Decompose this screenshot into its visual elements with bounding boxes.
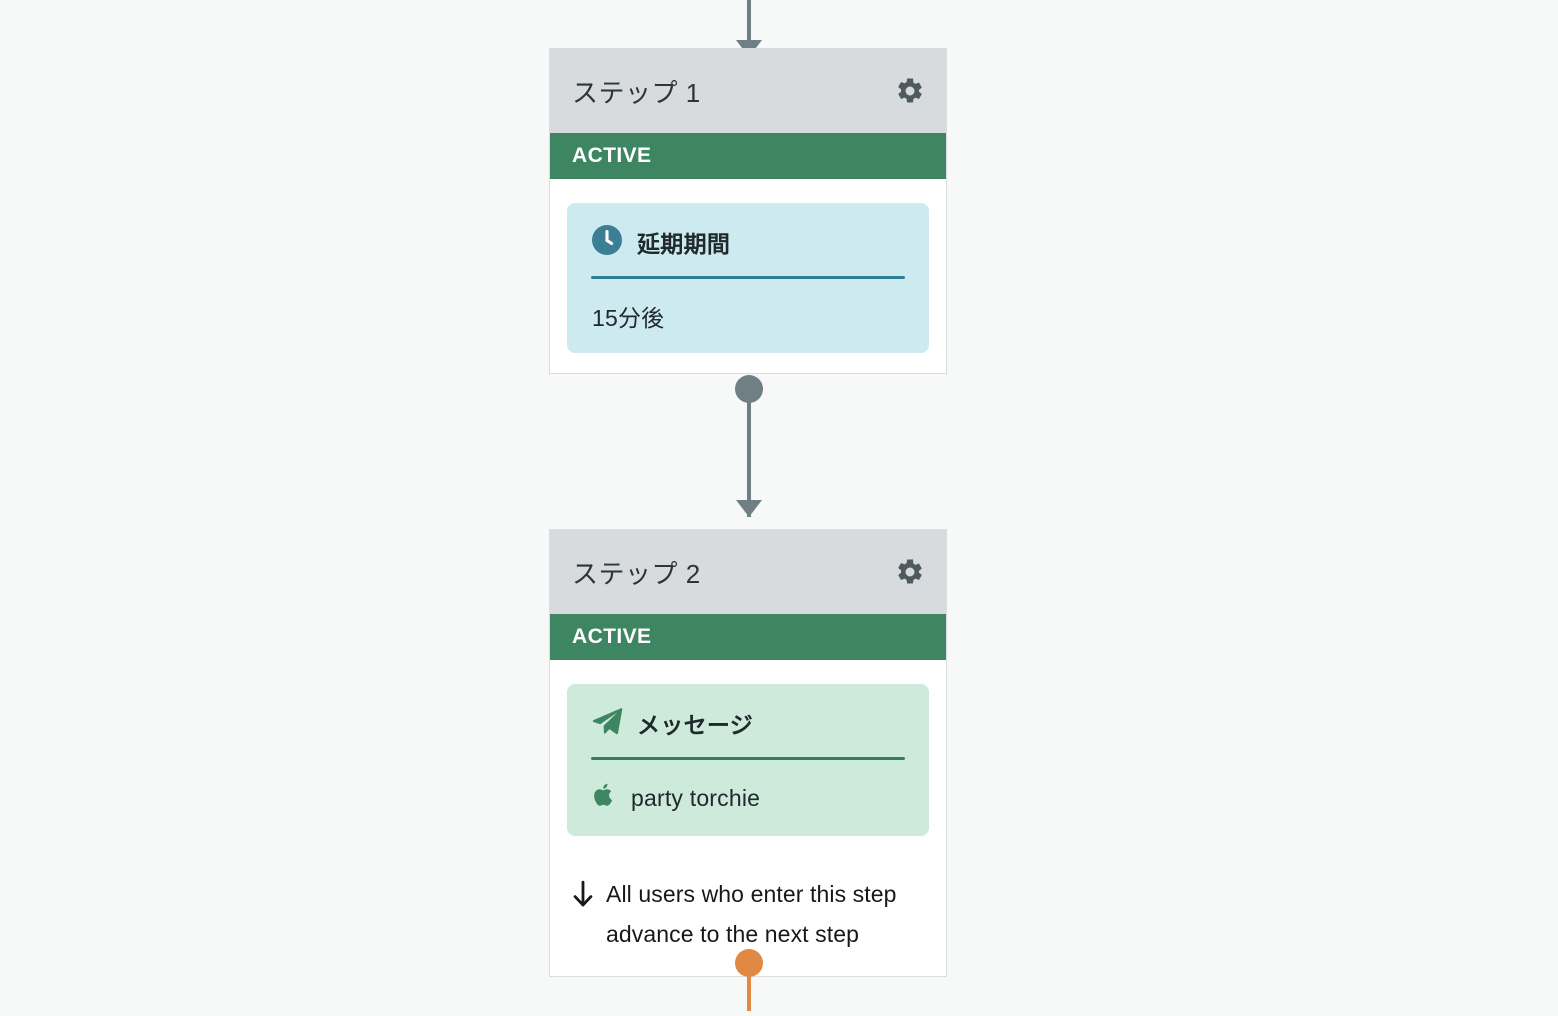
step-1-action-value: 15分後 bbox=[592, 305, 665, 331]
step-1-header: ステップ 1 bbox=[550, 49, 946, 133]
step-card-2[interactable]: ステップ 2 ACTIVE メッセージ bbox=[549, 529, 947, 977]
step-card-1[interactable]: ステップ 1 ACTIVE bbox=[549, 48, 947, 374]
step-2-action-label: メッセージ bbox=[637, 712, 754, 738]
step-2-action-header: メッセージ bbox=[591, 702, 905, 744]
connector-arrowhead bbox=[736, 500, 762, 517]
status-badge-label: ACTIVE bbox=[572, 625, 652, 648]
step-2-action-panel[interactable]: メッセージ party torchie bbox=[567, 684, 929, 836]
gear-icon[interactable] bbox=[895, 76, 925, 106]
arrow-down-icon bbox=[570, 880, 596, 910]
step-2-body: メッセージ party torchie bbox=[550, 660, 946, 856]
step-2-action-value-row: party torchie bbox=[591, 780, 905, 816]
step-1-action-value-row: 15分後 bbox=[591, 299, 905, 333]
step-2-action-divider bbox=[591, 757, 905, 760]
step-2-header: ステップ 2 bbox=[550, 530, 946, 614]
step-1-action-header: 延期期間 bbox=[591, 221, 905, 263]
gear-icon[interactable] bbox=[895, 557, 925, 587]
step-2-title: ステップ 2 bbox=[572, 558, 701, 589]
step-1-action-divider bbox=[591, 276, 905, 279]
apple-logo-icon bbox=[591, 780, 617, 816]
advance-note-text: All users who enter this step advance to… bbox=[606, 881, 897, 947]
step-2-action-value: party torchie bbox=[631, 784, 761, 811]
connector-line bbox=[747, 0, 751, 44]
step-2-status-badge: ACTIVE bbox=[550, 614, 946, 660]
connector-line bbox=[747, 389, 751, 517]
step-1-title: ステップ 1 bbox=[572, 77, 701, 108]
step-1-body: 延期期間 15分後 bbox=[550, 179, 946, 373]
step-1-status-badge: ACTIVE bbox=[550, 133, 946, 179]
step-1-action-label: 延期期間 bbox=[637, 231, 731, 257]
clock-icon bbox=[591, 224, 623, 261]
step-1-action-panel[interactable]: 延期期間 15分後 bbox=[567, 203, 929, 353]
status-badge-label: ACTIVE bbox=[572, 144, 652, 167]
paper-plane-icon bbox=[591, 705, 623, 742]
step-2-advance-note: All users who enter this step advance to… bbox=[550, 856, 946, 976]
connector-line bbox=[747, 963, 751, 1011]
